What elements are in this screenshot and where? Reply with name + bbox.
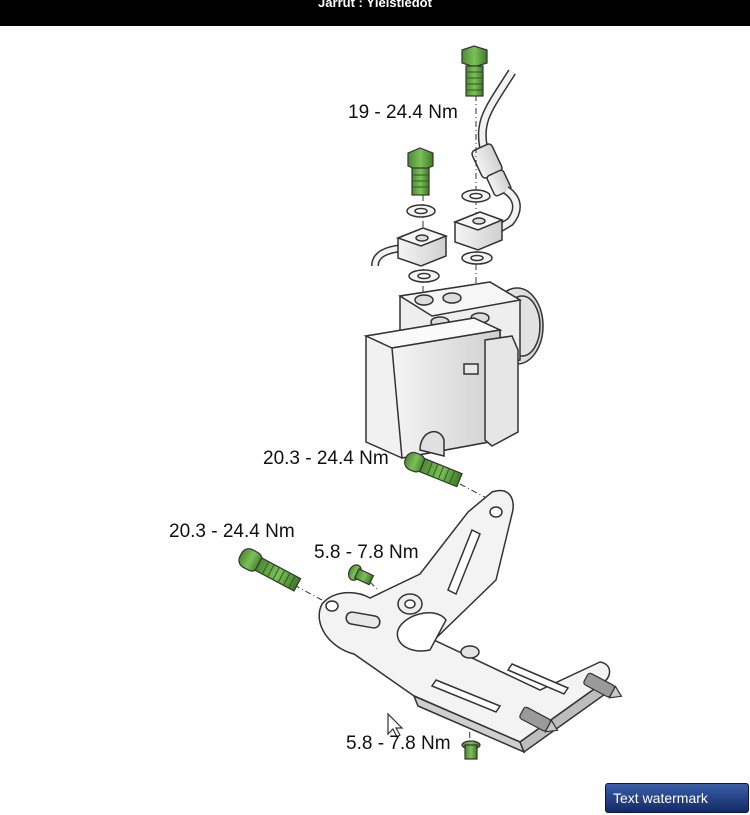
page-title: Jarrut : Yleistiedot — [318, 0, 432, 10]
bracket-bottom-screw — [461, 740, 481, 760]
torque-label-bracket-small-screw: 5.8 - 7.8 Nm — [314, 542, 419, 563]
unit-mount-bolt — [404, 451, 463, 488]
mouse-cursor-icon — [387, 712, 404, 738]
washers — [406, 189, 493, 283]
brake-unit-diagram — [238, 45, 623, 760]
top-bolt — [461, 45, 488, 97]
second-bolt — [407, 147, 434, 196]
bracket-small-screw — [347, 564, 375, 586]
mounting-bracket — [318, 489, 611, 754]
pipe-fitting — [471, 143, 512, 197]
title-bar: Jarrut : Yleistiedot — [0, 0, 750, 26]
bracket-pins — [519, 672, 623, 733]
torque-label-unit-mount-bolt: 20.3 - 24.4 Nm — [263, 448, 389, 469]
torque-label-top-bolt: 19 - 24.4 Nm — [348, 102, 458, 123]
torque-label-bracket-bottom-screw: 5.8 - 7.8 Nm — [346, 733, 451, 754]
abs-modulator-unit — [363, 281, 544, 459]
bracket-left-bolt — [238, 548, 302, 592]
text-watermark-button[interactable]: Text watermark — [605, 783, 749, 813]
torque-label-bracket-left-bolt: 20.3 - 24.4 Nm — [169, 521, 295, 542]
banjo-blocks — [395, 211, 505, 267]
